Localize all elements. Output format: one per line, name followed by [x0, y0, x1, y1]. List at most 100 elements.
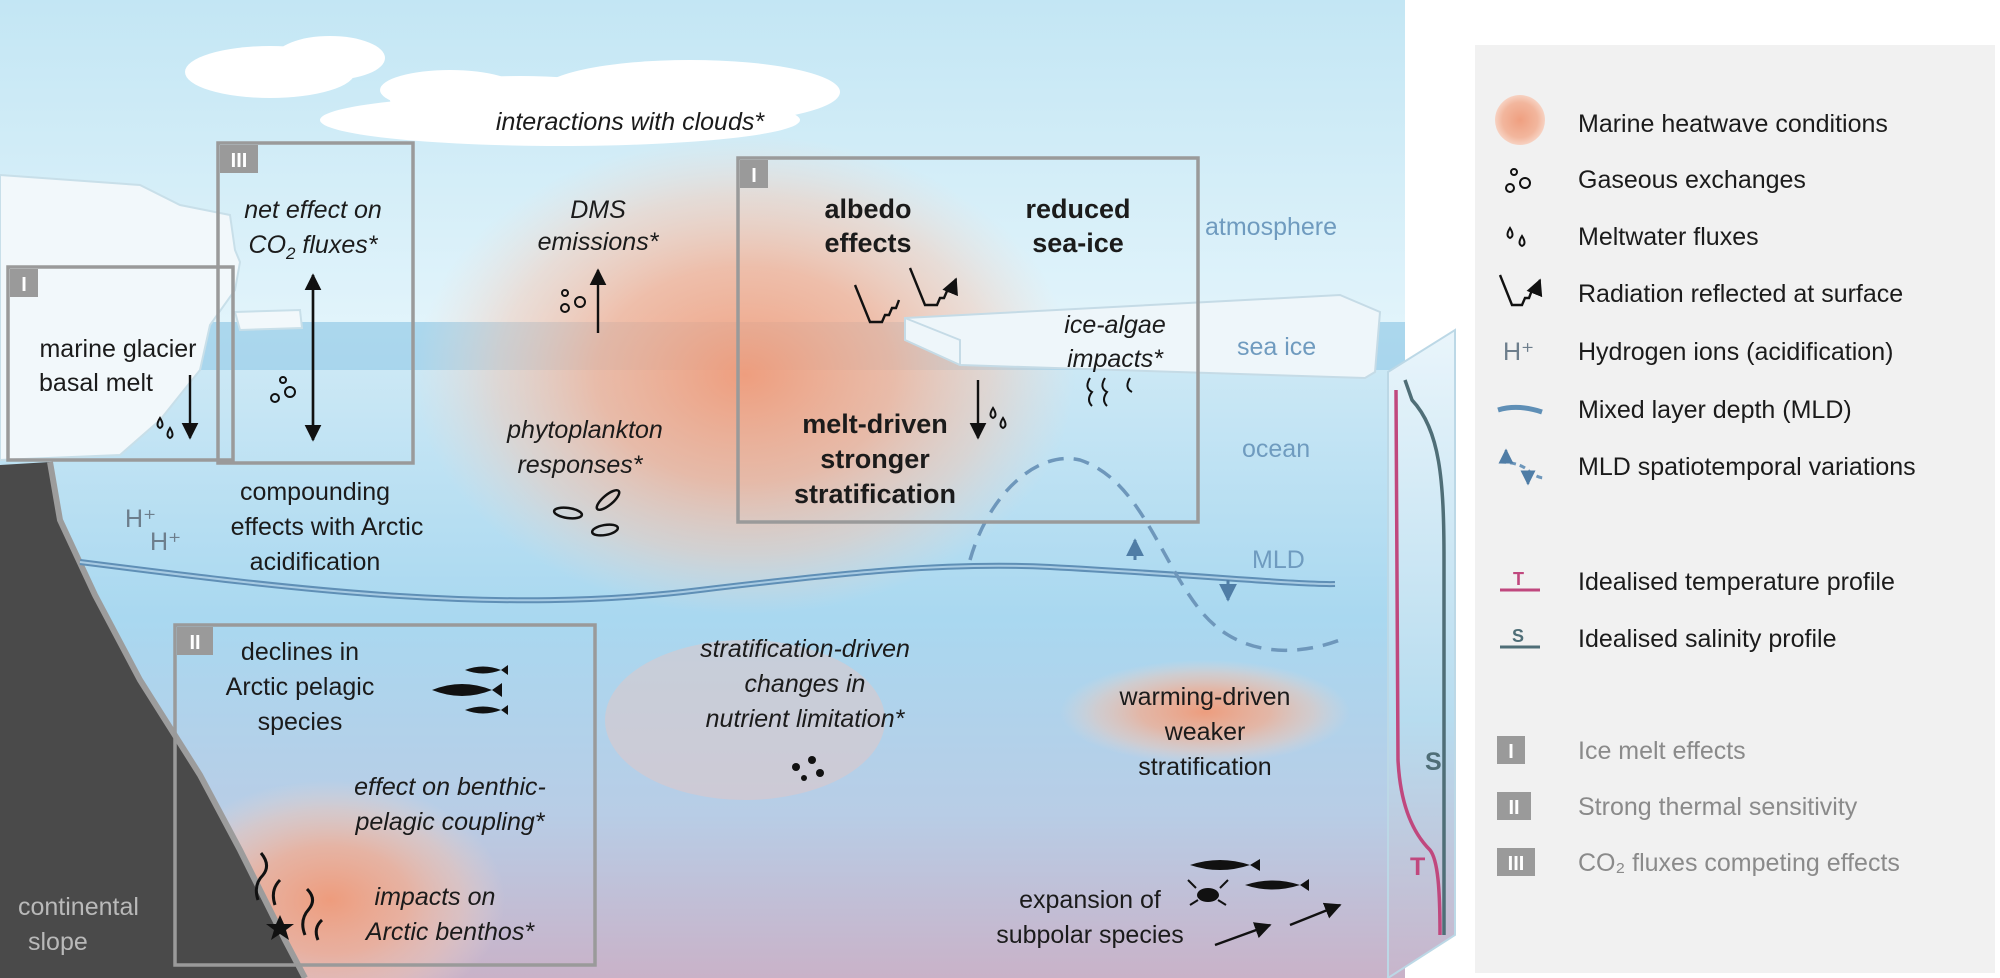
mld-variation-icon: [1498, 448, 1545, 486]
compounding-label-1: compounding: [240, 478, 390, 506]
svg-text:II: II: [1508, 797, 1519, 819]
subpolar-arrow-2: [1214, 922, 1272, 947]
phytoplankton-label-1: phytoplankton: [506, 416, 663, 444]
legend-item-gas: Gaseous exchanges: [1505, 166, 1806, 194]
declines-label-3: species: [258, 708, 343, 736]
ice-algae-icon: [1086, 377, 1133, 407]
glacier-tongue: [233, 308, 304, 332]
benthic-coupling-label-2: pelagic coupling*: [354, 808, 545, 836]
compounding-label-2: effects with Arctic: [231, 513, 424, 541]
legend-item-meltwater: Meltwater fluxes: [1506, 223, 1759, 251]
box-thermal-sensitivity: [173, 623, 597, 967]
warming-label-3: stratification: [1138, 753, 1271, 781]
subpolar-arrow-1: [1289, 902, 1342, 927]
svg-text:III: III: [231, 150, 248, 172]
phytoplankton-icon: [552, 488, 621, 537]
co2-label-2: CO2 fluxes*: [249, 231, 379, 263]
svg-text:I: I: [1508, 741, 1514, 763]
reduced-seaice-label-2: sea-ice: [1032, 228, 1124, 258]
svg-text:S: S: [1512, 626, 1524, 646]
heatwave-warming: [1060, 660, 1350, 764]
subpolar-fish-icon: [1190, 859, 1309, 891]
zone-sea-ice: sea ice: [1237, 333, 1316, 361]
benthos-icon: [254, 852, 324, 941]
box-sea-ice: [736, 156, 1200, 524]
heatwave-icon: [1495, 95, 1545, 145]
box-glacier-melt: [6, 265, 235, 462]
co2-label-1: net effect on: [244, 196, 382, 224]
legend-label-badge-III: CO₂ fluxes competing effects: [1578, 849, 1900, 877]
subpolar-label-1: expansion of: [1019, 886, 1161, 914]
nutrient-label-2: changes in: [745, 670, 866, 698]
zone-ocean: ocean: [1242, 435, 1310, 463]
badge-I-glacier: I: [10, 269, 38, 297]
legend-label-mld: Mixed layer depth (MLD): [1578, 396, 1852, 424]
arctic-fish-icon: [432, 665, 508, 715]
legend-panel: [1475, 45, 1995, 973]
badge-II-icon: II: [1497, 792, 1531, 820]
sea-ice-slab: [904, 293, 1382, 380]
mld-line-icon: [1497, 404, 1543, 415]
badge-I-seaice: I: [740, 160, 768, 188]
ice-algae-label-2: impacts*: [1067, 345, 1164, 373]
legend-label-hydrogen: Hydrogen ions (acidification): [1578, 338, 1893, 366]
bubbles-icon: [1505, 168, 1531, 193]
svg-text:II: II: [189, 632, 200, 654]
glacier-melt-label-2: basal melt: [39, 369, 153, 397]
melt-stratification-label-2: stronger: [820, 444, 930, 474]
dms-label-1: DMS: [570, 196, 626, 224]
glacier-melt-label-1: marine glacier: [39, 335, 196, 363]
legend-label-meltwater: Meltwater fluxes: [1578, 223, 1759, 251]
declines-label-2: Arctic pelagic: [226, 673, 375, 701]
melt-stratification-label-3: stratification: [794, 479, 956, 509]
meltwater-droplets-icon: [156, 406, 1007, 440]
legend-label-radiation: Radiation reflected at surface: [1578, 280, 1903, 308]
crab-icon: [1187, 879, 1229, 906]
legend-item-mld: Mixed layer depth (MLD): [1497, 396, 1852, 424]
legend-item-badge-I: I Ice melt effects: [1497, 736, 1746, 765]
legend-item-hydrogen: H⁺ Hydrogen ions (acidification): [1503, 338, 1893, 366]
clouds-label: interactions with clouds*: [496, 108, 765, 136]
badge-III-co2: III: [220, 145, 258, 173]
salinity-profile: [1403, 379, 1446, 935]
benthos-label-1: impacts on: [375, 883, 496, 911]
legend-item-temperature: T Idealised temperature profile: [1500, 568, 1895, 596]
glacier: [0, 173, 242, 462]
warming-label-1: warming-driven: [1119, 683, 1291, 711]
badge-II-thermal: II: [177, 627, 213, 655]
legend-item-salinity: S Idealised salinity profile: [1500, 625, 1836, 653]
albedo-label-2: effects: [824, 228, 911, 258]
starfish-icon: [266, 915, 294, 940]
melt-stratification-label-1: melt-driven: [802, 409, 948, 439]
hydrogen-icon: H⁺: [1503, 338, 1534, 366]
legend-item-mld-variation: MLD spatiotemporal variations: [1498, 448, 1916, 486]
gas-bubbles-icon: [270, 289, 586, 403]
albedo-label-1: albedo: [824, 194, 911, 224]
salinity-label: S: [1425, 748, 1442, 776]
salinity-profile-icon: S: [1500, 626, 1540, 649]
continental-slope-label: continental: [18, 893, 139, 921]
legend-label-temperature: Idealised temperature profile: [1578, 568, 1895, 596]
ice-algae-label-1: ice-algae: [1064, 311, 1165, 339]
ocean-side-face: [1387, 328, 1456, 978]
continental-slope: [0, 462, 305, 978]
legend-label-gas: Gaseous exchanges: [1578, 166, 1806, 194]
benthic-coupling-label-1: effect on benthic-: [354, 773, 546, 801]
legend-label-badge-II: Strong thermal sensitivity: [1578, 793, 1858, 821]
nutrient-label-3: nutrient limitation*: [706, 705, 906, 733]
warming-label-2: weaker: [1164, 718, 1246, 746]
droplets-icon: [1506, 226, 1526, 248]
continental-slope-label-2: slope: [28, 928, 88, 956]
nutrient-label-1: stratification-driven: [700, 635, 910, 663]
zone-mld: MLD: [1252, 546, 1305, 574]
nutrient-dots-icon: [792, 756, 824, 781]
badge-I-icon: I: [1497, 736, 1525, 764]
badge-III-icon: III: [1497, 848, 1535, 876]
mld-line-highlight: [79, 561, 1336, 602]
compounding-label-3: acidification: [250, 548, 381, 576]
hydrogen-ion-2: H⁺: [150, 528, 181, 556]
temperature-label: T: [1410, 853, 1425, 881]
svg-text:I: I: [21, 274, 27, 296]
